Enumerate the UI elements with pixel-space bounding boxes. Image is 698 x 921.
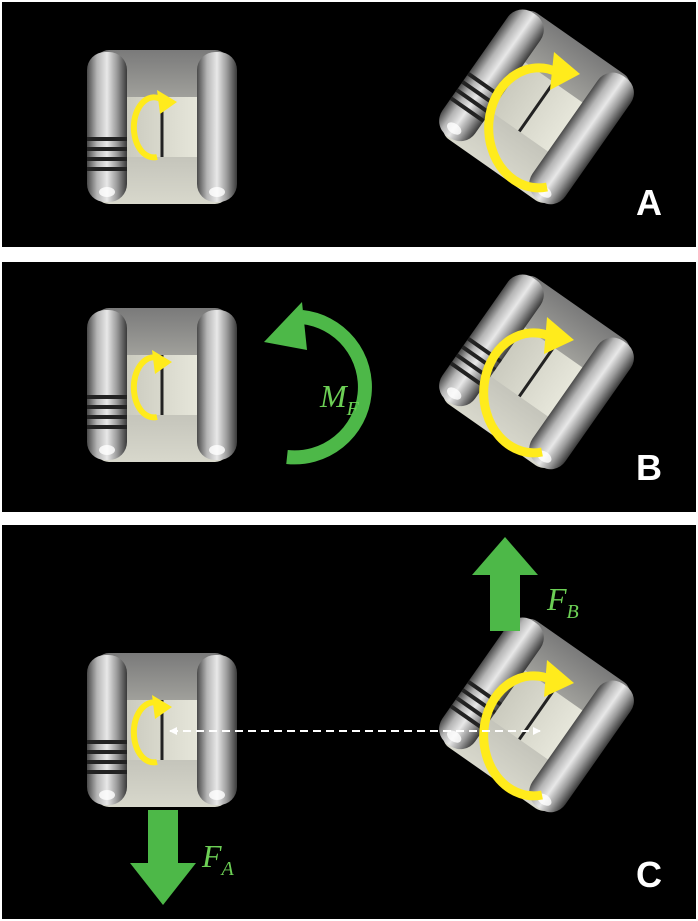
large-rotation-arrowhead-icon [544,660,574,697]
small-rotation-arrow-icon [130,354,164,421]
large-rotation-arrowhead-icon [550,52,580,90]
panel-c-drawing [85,537,644,905]
moment-symbol: M [320,378,347,414]
moment-arrowhead-icon [264,302,307,350]
panel-b-drawing [85,264,644,480]
large-rotation-arrowhead-icon [544,317,574,354]
left-bracket [85,306,239,464]
small-rotation-arrowhead-icon [152,695,172,719]
right-bracket [429,607,644,823]
small-rotation-arrowhead-icon [152,350,172,374]
panel-label-a: A [636,182,662,223]
force-a-label: FA [202,840,234,879]
right-bracket [429,264,644,480]
large-rotation-arrow-icon [484,63,559,193]
force-b-arrow-icon [472,537,538,631]
force-b-subscript: B [566,601,579,623]
panel-a-drawing [85,2,644,215]
panel-a: A [2,2,696,247]
force-b-label: FB [547,583,579,622]
moment-arrow-icon [286,310,372,465]
panel-c: FA FB C [2,525,696,919]
right-bracket [429,2,644,215]
small-rotation-arrowhead-icon [157,90,177,114]
force-a-arrow-icon [130,810,196,905]
moment-label: MF [320,380,359,419]
moment-subscript: F [346,398,359,420]
force-a-symbol: F [202,838,222,874]
panel-b: MF B [2,262,696,512]
force-a-subscript: A [221,858,234,880]
panel-label-b: B [636,447,662,488]
force-b-symbol: F [547,581,567,617]
panel-label-c: C [636,854,662,895]
small-rotation-arrow-icon [130,699,164,766]
small-rotation-arrow-icon [130,94,164,161]
large-rotation-arrow-icon [479,328,554,458]
left-bracket [85,48,239,206]
